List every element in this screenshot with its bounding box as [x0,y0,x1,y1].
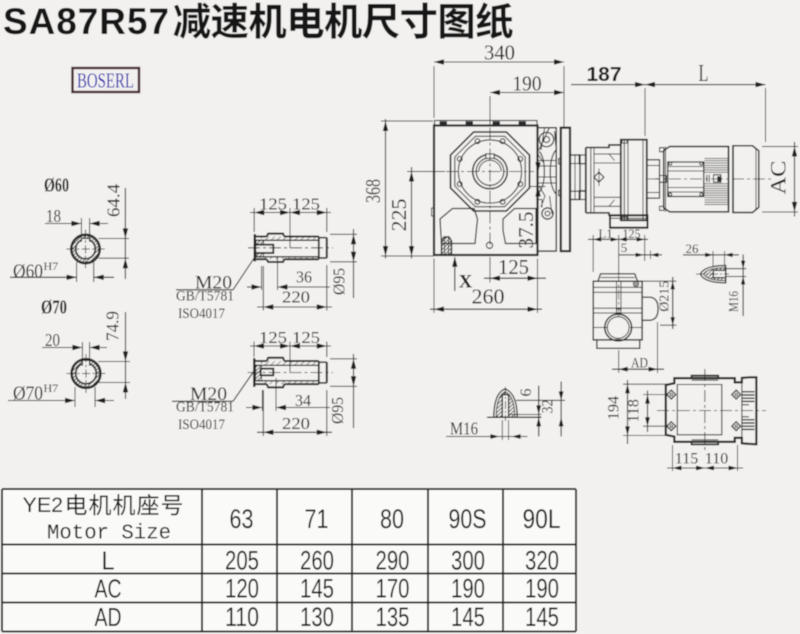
svg-text:37.5: 37.5 [514,212,538,249]
svg-text:225: 225 [387,199,411,232]
svg-text:Ø60: Ø60 [44,175,69,197]
svg-text:36: 36 [296,268,312,287]
svg-text:AD: AD [95,602,122,632]
svg-text:187: 187 [587,64,622,86]
svg-text:125: 125 [259,195,287,214]
svg-text:18: 18 [46,206,61,226]
svg-text:125: 125 [498,255,529,279]
svg-text:32: 32 [540,400,557,414]
svg-text:5: 5 [621,240,628,255]
svg-text:260: 260 [472,285,505,309]
svg-text:AC: AC [95,574,122,604]
svg-text:300: 300 [451,546,485,576]
svg-text:190: 190 [525,574,559,604]
svg-text:90S: 90S [449,504,487,534]
svg-text:145: 145 [451,602,485,632]
svg-text:H7: H7 [44,259,59,273]
svg-text:6: 6 [518,389,535,397]
svg-text:M16: M16 [450,419,478,439]
svg-text:Motor Size: Motor Size [47,523,171,546]
svg-text:220: 220 [282,414,310,433]
svg-text:Ø95: Ø95 [330,268,349,295]
svg-text:125: 125 [292,328,320,347]
svg-text:145: 145 [525,602,559,632]
svg-text:AD: AD [631,356,648,372]
svg-text:125: 125 [623,226,641,241]
svg-text:170: 170 [376,574,410,604]
svg-text:135: 135 [376,602,410,632]
svg-text:64.4: 64.4 [104,184,124,217]
svg-text:34: 34 [295,391,311,410]
svg-text:ISO4017: ISO4017 [178,417,225,433]
svg-text:120: 120 [225,574,259,604]
svg-text:125: 125 [259,328,287,347]
svg-text:220: 220 [282,288,310,307]
svg-text:130: 130 [300,602,334,632]
svg-text:Ø60: Ø60 [13,261,43,283]
svg-text:L: L [102,546,115,576]
svg-text:SA87R57: SA87R57 [3,0,170,42]
svg-text:90L: 90L [523,504,561,534]
svg-text:190: 190 [451,574,485,604]
svg-text:GB/T5781: GB/T5781 [176,289,234,305]
svg-text:H7: H7 [44,381,59,395]
svg-text:260: 260 [300,546,334,576]
svg-text:M20: M20 [190,384,227,405]
svg-text:110: 110 [225,602,259,632]
svg-text:118: 118 [626,399,643,422]
svg-text:M20: M20 [195,273,232,294]
svg-text:194: 194 [606,396,623,420]
svg-text:74.9: 74.9 [103,311,123,341]
svg-text:L: L [699,61,709,87]
svg-text:GB/T5781: GB/T5781 [176,400,234,416]
svg-text:Ø70: Ø70 [41,297,67,319]
svg-text:AC: AC [766,161,791,195]
svg-text:80: 80 [380,504,404,534]
svg-text:125: 125 [292,195,320,214]
svg-text:320: 320 [525,546,559,576]
svg-text:Ø95: Ø95 [328,397,347,424]
svg-text:ISO4017: ISO4017 [178,306,225,322]
svg-text:Ø70: Ø70 [13,383,43,405]
svg-text:145: 145 [300,574,334,604]
svg-text:205: 205 [225,546,259,576]
svg-text:190: 190 [513,72,542,96]
svg-text:26: 26 [686,241,700,256]
svg-text:290: 290 [376,546,410,576]
svg-text:L1: L1 [598,226,612,241]
svg-text:368: 368 [361,179,385,203]
svg-text:BOSERL: BOSERL [77,69,134,93]
svg-text:20: 20 [45,330,60,350]
svg-text:X: X [459,272,473,293]
svg-text:71: 71 [305,504,329,534]
svg-text:YE2: YE2 [23,493,64,517]
svg-text:340: 340 [484,41,515,65]
svg-text:Ø215: Ø215 [657,281,672,312]
svg-text:M16: M16 [727,291,742,312]
svg-text:115: 115 [675,451,698,468]
svg-text:63: 63 [230,504,254,534]
svg-text:110: 110 [705,451,728,468]
